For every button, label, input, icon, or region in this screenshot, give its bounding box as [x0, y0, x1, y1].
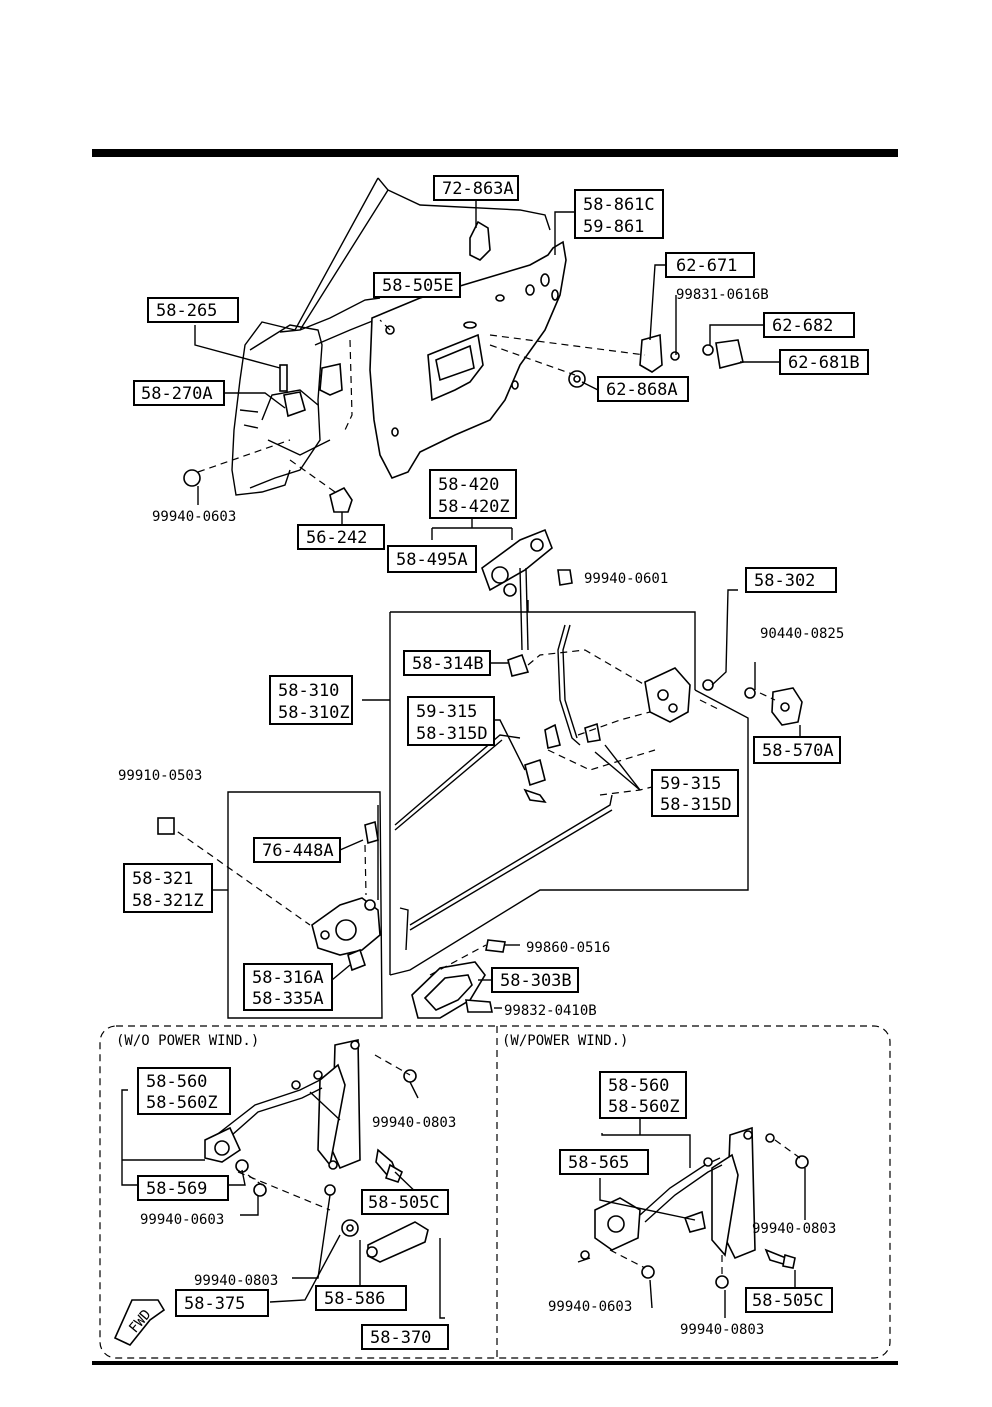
label-58-570a: 58-570A: [762, 741, 834, 761]
label-90440-0825: 90440-0825: [760, 626, 844, 642]
label-99831-0616b: 99831-0616B: [676, 287, 769, 303]
label-58-310z: 58-310Z: [278, 703, 350, 723]
label-72-863a: 72-863A: [442, 179, 514, 199]
label-58-270a: 58-270A: [141, 384, 213, 404]
label-99940-0601: 99940-0601: [584, 571, 668, 587]
label-59-315-right: 59-315: [660, 774, 721, 794]
label-58-316a: 58-316A: [252, 968, 324, 988]
bottom-rule: [92, 1361, 898, 1365]
label-58-861c: 58-861C: [583, 195, 655, 215]
label-58-560z-left: 58-560Z: [146, 1093, 218, 1113]
door-trim-panel: [369, 240, 567, 479]
label-99910-0503: 99910-0503: [118, 768, 202, 784]
label-58-560-right: 58-560: [608, 1076, 669, 1096]
label-58-375: 58-375: [184, 1294, 245, 1314]
inner-handle-box: [157, 791, 383, 1019]
manual-regulator: [113, 1039, 445, 1346]
label-58-505c-right: 58-505C: [752, 1291, 824, 1311]
label-62-682: 62-682: [772, 316, 833, 336]
label-58-321: 58-321: [132, 869, 193, 889]
label-58-314b: 58-314B: [412, 654, 484, 674]
label-62-868a: 62-868A: [606, 380, 678, 400]
outer-handle-parts: [431, 518, 573, 651]
label-59-315-left: 59-315: [416, 702, 477, 722]
leader-lines-upper: [194, 199, 780, 525]
label-99940-0803-left-bottom: 99940-0803: [194, 1273, 278, 1289]
label-62-671: 62-671: [676, 256, 737, 276]
top-rule: [92, 149, 898, 157]
label-58-302: 58-302: [754, 571, 815, 591]
door-shell-drawing: [231, 177, 551, 496]
label-62-681b: 62-681B: [788, 353, 860, 373]
label-56-242: 56-242: [306, 528, 367, 548]
label-58-586: 58-586: [324, 1289, 385, 1309]
assembly-lines-upper: [197, 319, 646, 493]
label-99940-0603-upper: 99940-0603: [152, 509, 236, 525]
section-title-power: (W/POWER WIND.): [502, 1033, 628, 1049]
regulator-section-frame: [99, 1025, 891, 1359]
label-99940-0803-right-top: 99940-0803: [752, 1221, 836, 1237]
label-58-315d-left: 58-315D: [416, 724, 488, 744]
label-99940-0603-left: 99940-0603: [140, 1212, 224, 1228]
label-99940-0603-right: 99940-0603: [548, 1299, 632, 1315]
label-58-370: 58-370: [370, 1328, 431, 1348]
label-58-310: 58-310: [278, 681, 339, 701]
label-58-505c-left: 58-505C: [368, 1193, 440, 1213]
label-58-265: 58-265: [156, 301, 217, 321]
right-side-parts: [183, 325, 744, 513]
label-58-321z: 58-321Z: [132, 891, 204, 911]
label-99940-0803-left-top: 99940-0803: [372, 1115, 456, 1131]
door-latch-bracket: [279, 363, 343, 418]
label-59-861: 59-861: [583, 217, 644, 237]
label-58-560-left: 58-560: [146, 1072, 207, 1092]
label-58-495a: 58-495A: [396, 550, 468, 570]
fwd-arrow-shape: [113, 1299, 166, 1346]
inner-handle-escutcheon: [399, 907, 520, 1019]
label-76-448a: 76-448A: [262, 841, 334, 861]
sealing-plug: [469, 220, 491, 261]
section-title-manual: (W/O POWER WIND.): [116, 1033, 259, 1049]
label-99940-0803-right-bottom: 99940-0803: [680, 1322, 764, 1338]
label-58-505e: 58-505E: [382, 276, 454, 296]
label-58-565: 58-565: [568, 1153, 629, 1173]
part-labels: 72-863A 58-861C 59-861 62-671 99831-0616…: [116, 175, 869, 1350]
power-regulator: [577, 1118, 809, 1318]
label-58-560z-right: 58-560Z: [608, 1097, 680, 1117]
label-58-335a: 58-335A: [252, 989, 324, 1009]
label-58-303b: 58-303B: [500, 971, 572, 991]
label-99860-0516: 99860-0516: [526, 940, 610, 956]
label-58-420: 58-420: [438, 475, 499, 495]
label-58-569: 58-569: [146, 1179, 207, 1199]
label-58-315d-right: 58-315D: [660, 795, 732, 815]
label-99832-0410b: 99832-0410B: [504, 1003, 597, 1019]
label-58-420z: 58-420Z: [438, 497, 510, 517]
latch-mechanism: [362, 589, 803, 976]
